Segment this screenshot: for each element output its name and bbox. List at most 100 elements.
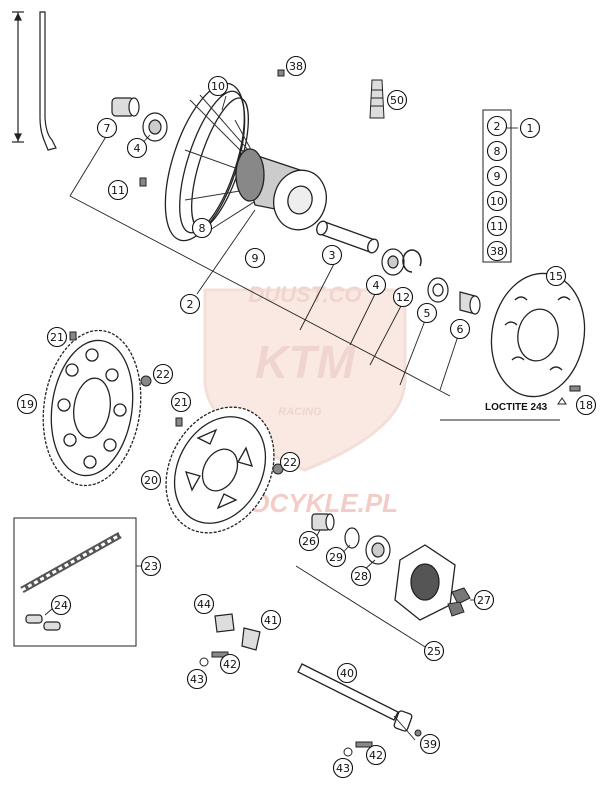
sprocket-large-part xyxy=(42,329,142,487)
callout-c15: 15 xyxy=(545,265,567,287)
callout-circle xyxy=(107,179,129,201)
callout-c41: 41 xyxy=(260,609,282,631)
bushing-part xyxy=(111,97,140,117)
callout-circle xyxy=(332,757,354,779)
callout-c26: 26 xyxy=(298,530,320,552)
callout-label: 21 xyxy=(50,331,64,344)
callout-label: 25 xyxy=(427,645,441,658)
callout-circle xyxy=(260,609,282,631)
callout-circle xyxy=(419,733,441,755)
callout-label: 24 xyxy=(54,599,68,612)
brake-disc-part xyxy=(490,272,586,398)
callout-circle xyxy=(321,244,343,266)
callout-c20: 20 xyxy=(140,469,162,491)
bushing-b-part xyxy=(311,513,335,531)
kit-item: 38 xyxy=(486,240,508,262)
chain-kit-part xyxy=(13,517,137,647)
callout-label: 22 xyxy=(156,368,170,381)
kit-item-circle xyxy=(486,165,508,187)
callout-c28: 28 xyxy=(350,565,372,587)
kit-item: 9 xyxy=(486,165,508,187)
callout-circle xyxy=(545,265,567,287)
kit-item-label: 11 xyxy=(490,220,504,233)
callout-c11: 11 xyxy=(107,179,129,201)
callout-label: 19 xyxy=(20,398,34,411)
callout-label: 3 xyxy=(329,249,336,262)
callout-circle xyxy=(140,469,162,491)
callout-c42b: 42 xyxy=(365,744,387,766)
callout-c8: 8 xyxy=(191,217,213,239)
callout-circle xyxy=(519,117,541,139)
bearing-b-part xyxy=(365,535,391,565)
seal-b-part xyxy=(344,527,360,549)
callout-label: 10 xyxy=(211,80,225,93)
callout-c43b: 43 xyxy=(332,757,354,779)
callout-c39: 39 xyxy=(419,733,441,755)
adjuster-bolt-b-part xyxy=(343,741,373,757)
callout-c29: 29 xyxy=(325,546,347,568)
spacer-tube-part xyxy=(316,220,379,254)
adjuster-part xyxy=(214,613,261,651)
callout-label: 20 xyxy=(144,474,158,487)
callout-c2: 2 xyxy=(179,293,201,315)
callout-label: 15 xyxy=(549,270,563,283)
callout-circle xyxy=(186,668,208,690)
callout-circle xyxy=(244,247,266,269)
seal-part xyxy=(427,277,449,303)
callout-c42a: 42 xyxy=(219,653,241,675)
callout-label: 29 xyxy=(329,551,343,564)
callout-label: 39 xyxy=(423,738,437,751)
callout-label: 8 xyxy=(199,222,206,235)
callout-circle xyxy=(126,137,148,159)
kit-item-label: 38 xyxy=(490,245,504,258)
callout-c7: 7 xyxy=(96,117,118,139)
chain-link-part xyxy=(25,614,61,631)
callout-circle xyxy=(423,640,445,662)
callout-circle xyxy=(96,117,118,139)
adjuster-bolt-part xyxy=(199,651,229,667)
callout-c4a: 4 xyxy=(126,137,148,159)
callout-c40: 40 xyxy=(336,662,358,684)
callout-c6: 6 xyxy=(449,318,471,340)
callout-circle xyxy=(140,555,162,577)
sprocket-nut-part xyxy=(140,375,152,387)
callout-circle xyxy=(193,593,215,615)
callout-label: 4 xyxy=(373,279,380,292)
sprocket-bolt-part xyxy=(69,331,77,341)
sprocket-small-part xyxy=(165,406,275,534)
callout-circle xyxy=(285,55,307,77)
callout-circle xyxy=(207,75,229,97)
callout-circle xyxy=(392,286,414,308)
callout-c43a: 43 xyxy=(186,668,208,690)
callout-circle xyxy=(336,662,358,684)
spacer-part xyxy=(459,291,481,315)
callout-kit: 1 xyxy=(519,117,541,139)
callout-label: 7 xyxy=(104,122,111,135)
callout-label: 6 xyxy=(457,323,464,336)
kit-box xyxy=(482,109,512,263)
callout-circle xyxy=(386,89,408,111)
screw-part xyxy=(139,177,147,187)
callout-label: 26 xyxy=(302,535,316,548)
rear-hub-part xyxy=(235,148,327,231)
callout-circle xyxy=(416,302,438,324)
callout-circle xyxy=(152,363,174,385)
callout-label: 18 xyxy=(579,399,593,412)
callout-circle xyxy=(449,318,471,340)
callout-label: 43 xyxy=(190,673,204,686)
callout-circle xyxy=(473,589,495,611)
sprocket-bolt-b-part xyxy=(175,417,183,427)
callout-label: 5 xyxy=(424,307,431,320)
callout-label: 43 xyxy=(336,762,350,775)
callout-circle xyxy=(575,394,597,416)
kit-item: 11 xyxy=(486,215,508,237)
callout-circle xyxy=(365,744,387,766)
callout-c25: 25 xyxy=(423,640,445,662)
callout-label: 40 xyxy=(340,667,354,680)
callout-label: 2 xyxy=(187,298,194,311)
kit-item-circle xyxy=(486,240,508,262)
watermark-top: DUUST.CO xyxy=(248,282,361,307)
